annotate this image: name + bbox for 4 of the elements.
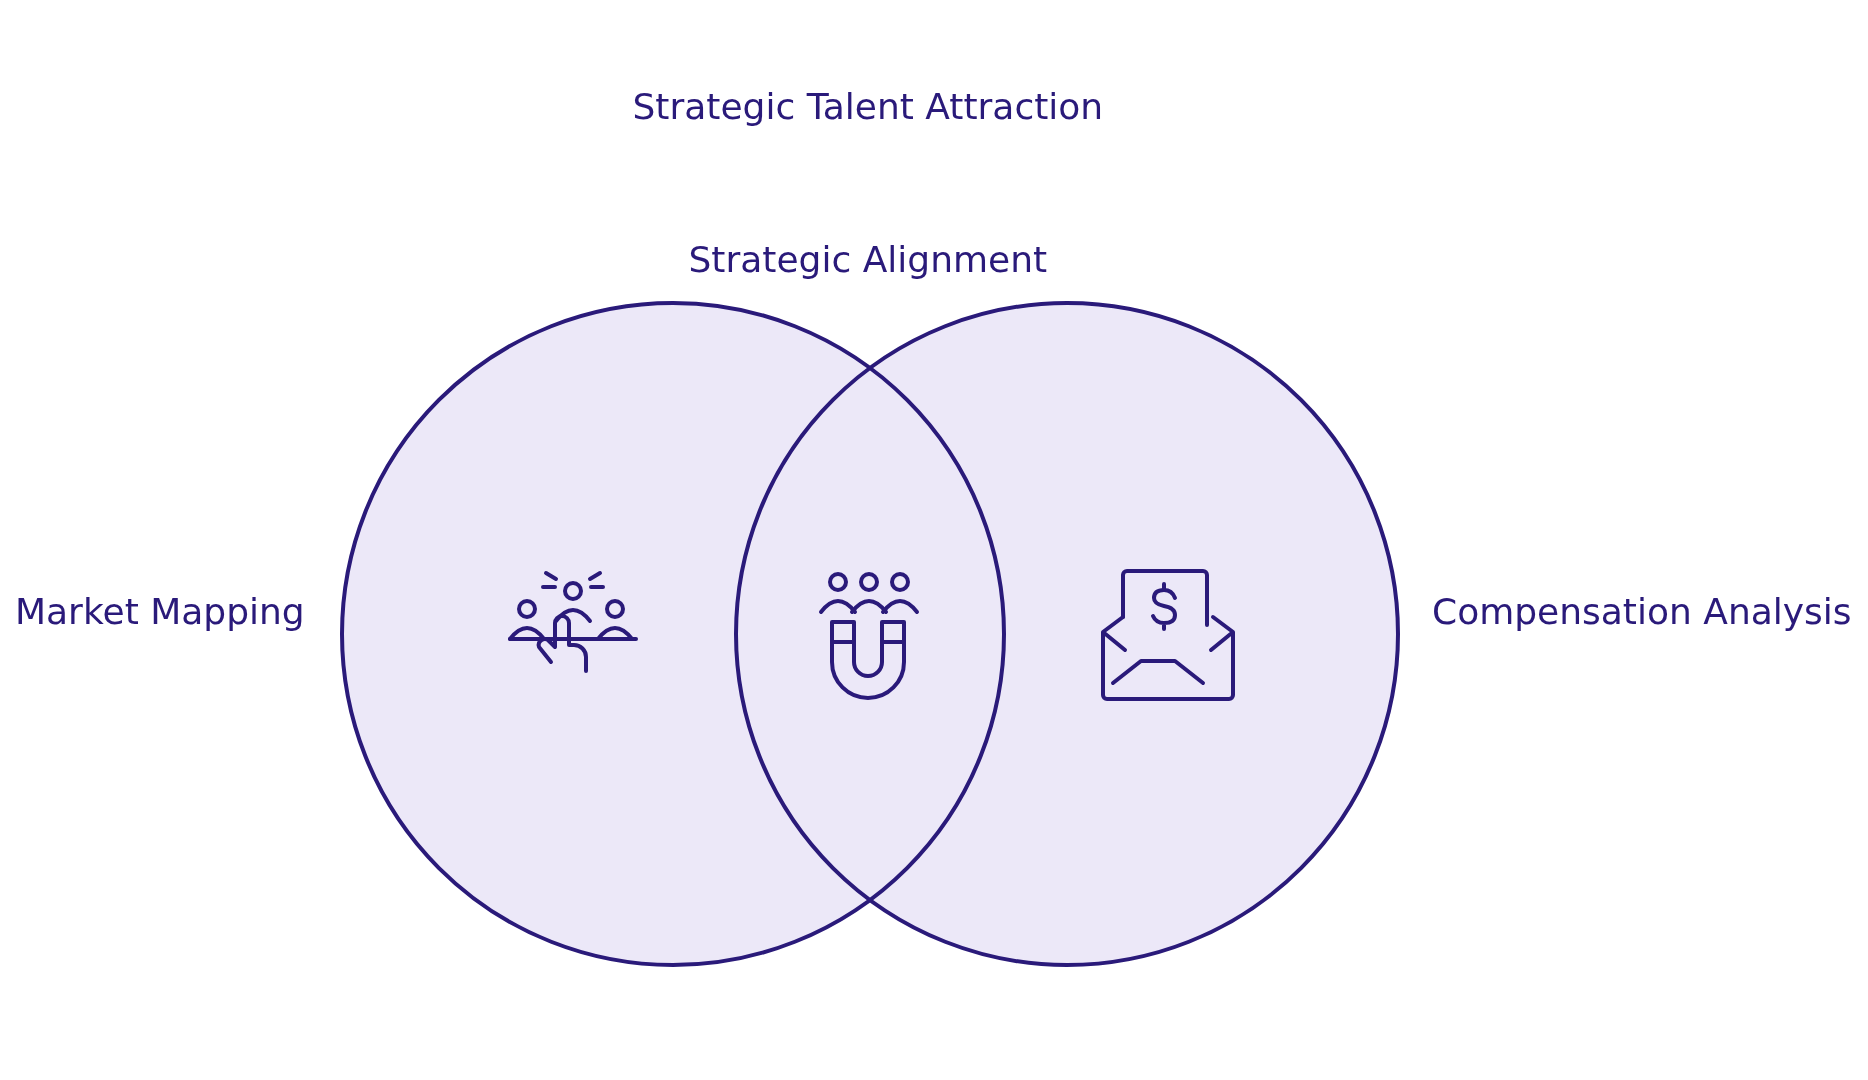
circle-label: Compensation Analysis — [1432, 590, 1852, 634]
overlap-label: Strategic Alignment — [688, 238, 1048, 282]
diagram-title: Strategic Talent Attraction — [632, 85, 1104, 129]
circle-label: Market Mapping — [15, 590, 305, 634]
